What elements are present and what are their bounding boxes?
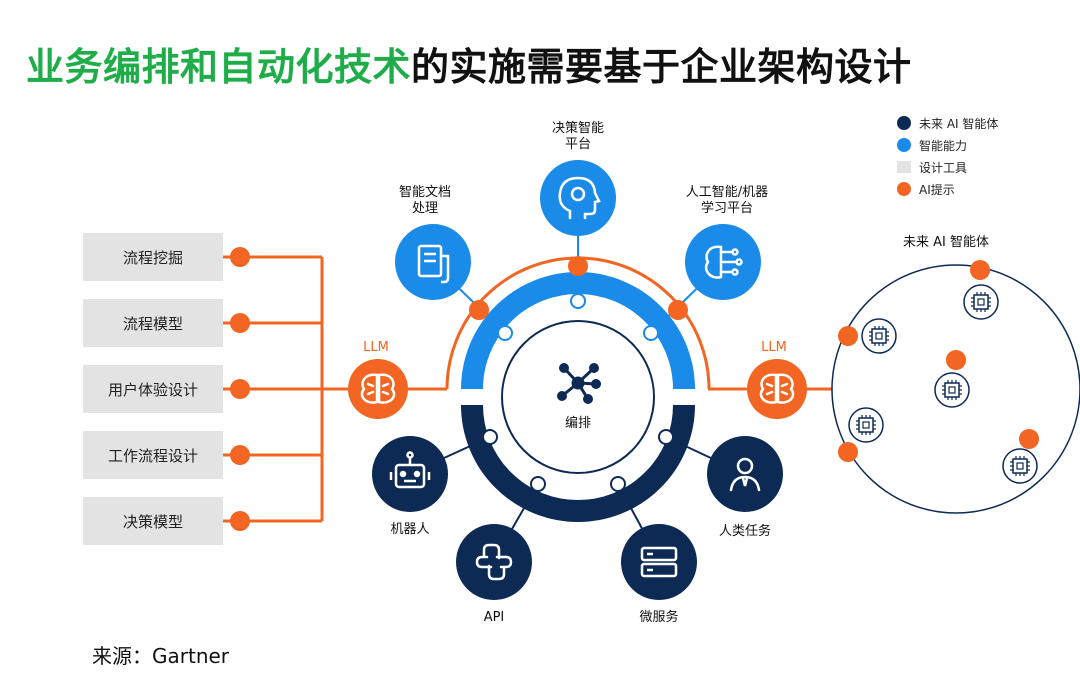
chip-icon-group	[848, 284, 1038, 484]
design-tool-process-mining: 流程挖掘	[83, 233, 223, 281]
execution-api: API	[456, 524, 532, 625]
orchestration-core: 编排	[501, 320, 655, 474]
legend-item-intelligent-capability: 智能能力	[897, 134, 998, 156]
legend-label: 智能能力	[919, 138, 968, 153]
llm-label: LLM	[363, 340, 389, 355]
design-tool-ux-design: 用户体验设计	[83, 365, 223, 413]
capability-label-line2: 平台	[565, 137, 591, 152]
legend-swatch-orange	[897, 182, 911, 196]
capability-label-line1: 智能文档	[399, 185, 451, 200]
chip-icon	[1002, 448, 1038, 484]
design-tool-workflow-design: 工作流程设计	[83, 431, 223, 479]
legend-swatch-navy	[897, 116, 911, 130]
legend-swatch-gray	[897, 161, 911, 173]
legend-swatch-blue	[897, 138, 911, 152]
document-icon	[417, 244, 450, 284]
capability-document: 智能文档 处理	[395, 185, 471, 300]
joint	[530, 476, 546, 492]
chip-icon	[861, 318, 897, 354]
legend-item-design-tool: 设计工具	[897, 156, 998, 178]
source-caption: 来源：Gartner	[92, 644, 230, 668]
capability-joints	[497, 293, 659, 341]
llm-node-right: LLM	[747, 340, 807, 419]
legend-label: 设计工具	[919, 160, 968, 175]
llm-node-left: LLM	[348, 340, 408, 419]
joint	[482, 429, 498, 445]
capability-decision: 决策智能 平台	[540, 120, 616, 236]
prompt-dot	[946, 350, 966, 370]
execution-joints	[482, 429, 674, 492]
capability-ml: 人工智能/机器 学习平台	[685, 185, 768, 300]
prompt-dot	[838, 326, 858, 346]
title-green: 业务编排和自动化技术	[26, 45, 412, 89]
joint	[643, 325, 659, 341]
capability-label-line2: 学习平台	[701, 200, 753, 216]
prompt-dot	[838, 442, 858, 462]
execution-human: 人类任务	[707, 436, 783, 539]
chip-icon	[934, 372, 970, 408]
prompt-dot	[230, 379, 250, 399]
execution-label: 微服务	[639, 609, 678, 625]
future-agents-title: 未来 AI 智能体	[903, 235, 989, 250]
legend-label: AI提示	[919, 182, 955, 197]
execution-label: 机器人	[390, 522, 429, 537]
prompt-dot	[230, 445, 250, 465]
execution-robot: 机器人	[372, 436, 448, 537]
design-tool-prompt-dots	[230, 247, 250, 531]
legend-item-future-agent: 未来 AI 智能体	[897, 112, 998, 134]
chip-icon	[848, 407, 884, 443]
capability-label-line1: 决策智能	[552, 120, 604, 136]
title-black: 的实施需要基于企业架构设计	[411, 45, 912, 89]
capability-label-line1: 人工智能/机器	[686, 185, 768, 200]
execution-label: 人类任务	[719, 523, 771, 539]
execution-label: API	[484, 610, 505, 625]
prompt-dot	[469, 300, 489, 320]
design-tool-decision-model: 决策模型	[83, 497, 223, 545]
agent-prompt-dots	[838, 260, 1039, 462]
legend-label: 未来 AI 智能体	[919, 116, 999, 131]
joint	[610, 476, 626, 492]
brain-icon	[360, 373, 396, 404]
prompt-dot	[1019, 429, 1039, 449]
llm-label: LLM	[761, 340, 787, 355]
execution-ring	[461, 404, 695, 522]
server-icon	[640, 546, 678, 578]
head-gear-icon	[558, 176, 601, 220]
prompt-dot	[230, 247, 250, 267]
design-tool-process-model: 流程模型	[83, 299, 223, 347]
ai-prompt-dots	[469, 256, 688, 320]
page-title: 业务编排和自动化技术的实施需要基于企业架构设计	[26, 36, 912, 91]
prompt-dot	[568, 256, 588, 276]
capability-label-line2: 处理	[412, 201, 438, 216]
prompt-dot	[970, 260, 990, 280]
network-icon	[557, 363, 601, 404]
person-icon	[729, 457, 761, 492]
prompt-dot	[230, 511, 250, 531]
robot-icon	[389, 451, 431, 489]
prompt-dot	[668, 300, 688, 320]
joint	[658, 429, 674, 445]
ai-brain-icon	[704, 245, 743, 279]
legend: 未来 AI 智能体 智能能力 设计工具 AI提示	[897, 112, 998, 200]
capability-ring	[461, 272, 695, 390]
chip-icon	[963, 284, 999, 320]
joint	[497, 325, 513, 341]
execution-microservice: 微服务	[621, 524, 697, 625]
center-label: 编排	[565, 416, 591, 431]
api-link-icon	[475, 543, 513, 581]
brain-icon	[759, 373, 795, 404]
legend-item-ai-prompt: AI提示	[897, 178, 998, 200]
prompt-dot	[230, 313, 250, 333]
joint	[570, 293, 586, 309]
future-agents-cluster: 未来 AI 智能体	[831, 235, 1080, 514]
